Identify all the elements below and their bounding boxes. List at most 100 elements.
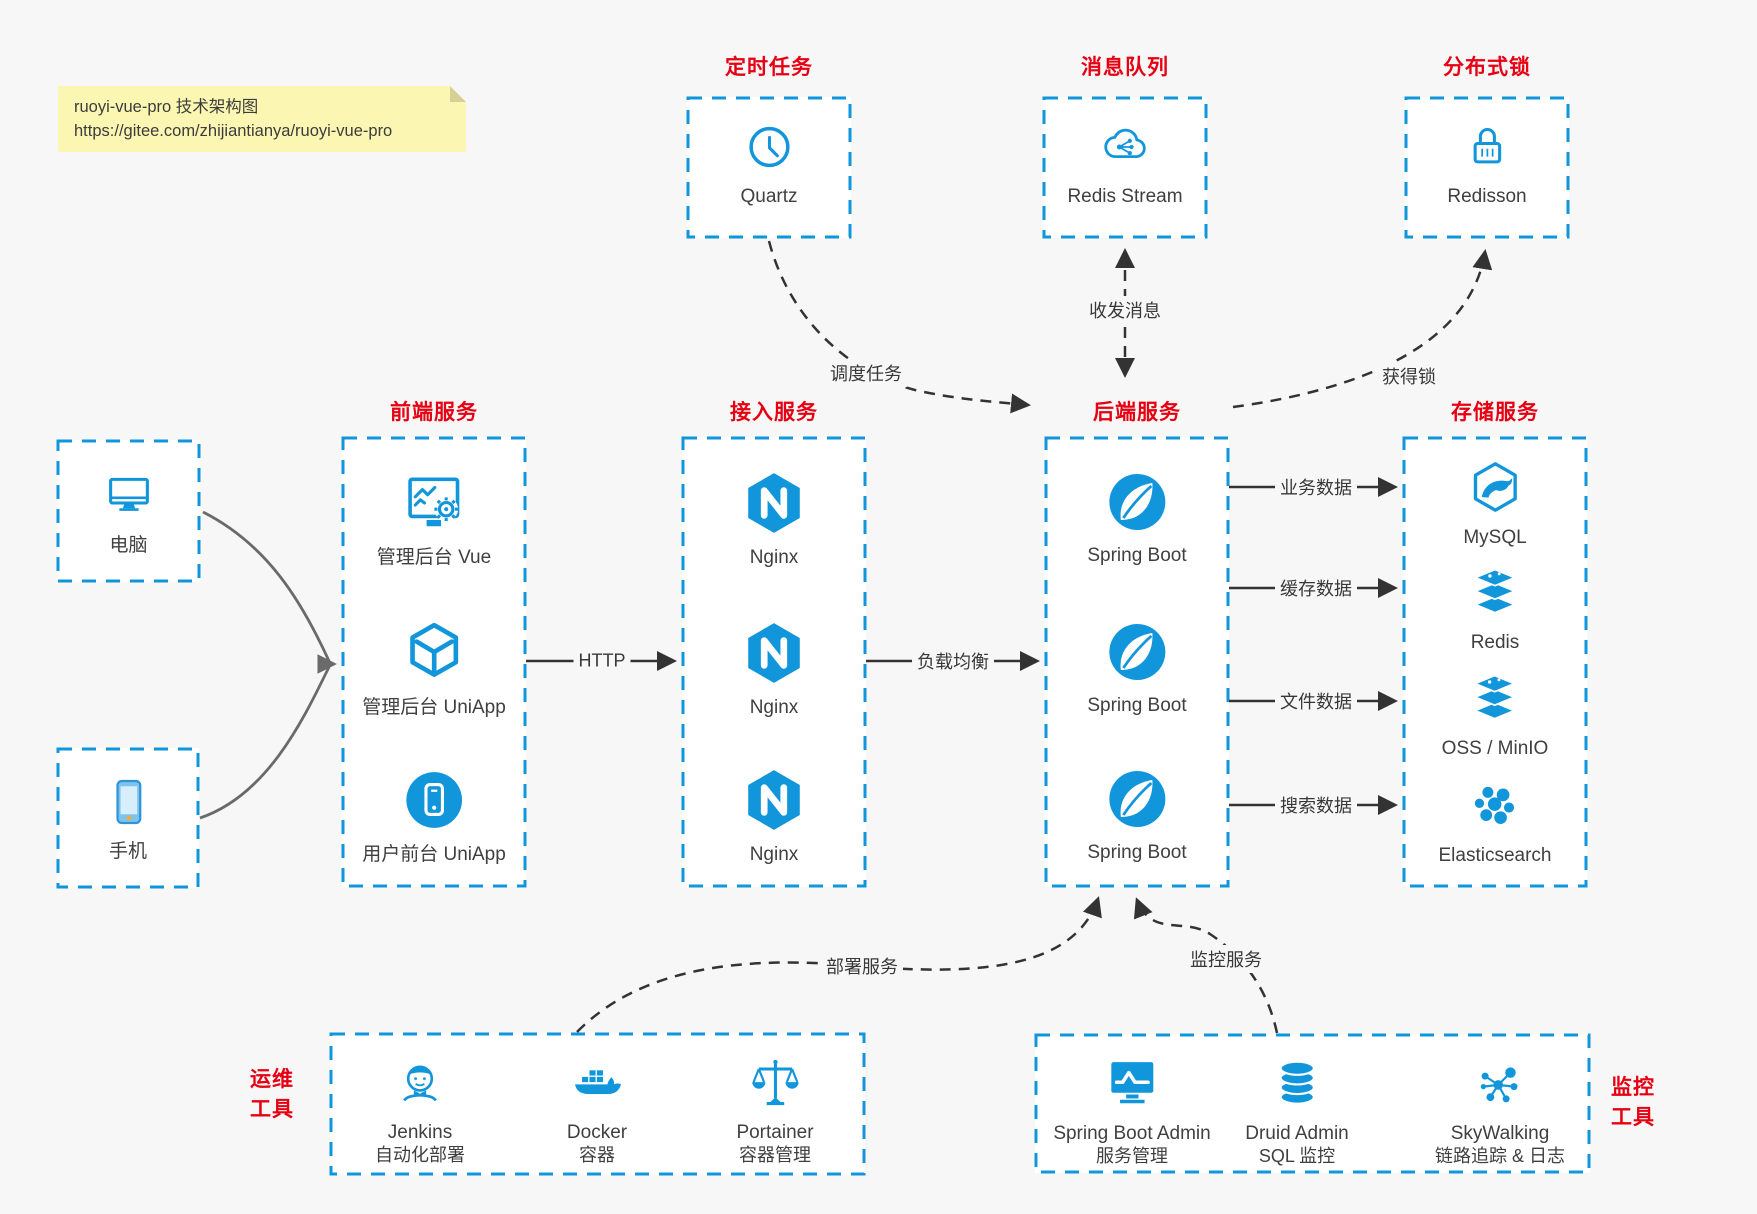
client-pc-box: 电脑 [57, 440, 200, 582]
edge-acquire-lock-arrow [1232, 249, 1493, 409]
node-user-uniapp: 用户前台 UniApp [362, 767, 506, 866]
ops-tools-box: Jenkins 自动化部署 Docker 容器 Portainer 容器管理 [330, 1033, 865, 1175]
node-label-jenkins: Jenkins [387, 1122, 453, 1143]
node-label-redis-stream: Redis Stream [1067, 186, 1183, 207]
node-label-pc: 电脑 [109, 535, 148, 556]
node-label-spring-boot-3: Spring Boot [1087, 842, 1187, 863]
edge-label-deploy-service: 部署服务 [821, 952, 903, 980]
node-label-redisson: Redisson [1447, 186, 1527, 207]
mysql-icon [1468, 460, 1522, 514]
node-sublabel-portainer: 容器管理 [738, 1145, 811, 1165]
node-label-nginx-3: Nginx [749, 844, 799, 865]
monitor-tools-box: Spring Boot Admin 服务管理 Druid Admin SQL 监… [1035, 1034, 1590, 1173]
edge-label-send-receive-msg: 收发消息 [1084, 296, 1166, 324]
node-label-nginx-2: Nginx [749, 697, 799, 718]
node-label-quartz: Quartz [740, 186, 798, 207]
edge-label-load-balance: 负载均衡 [912, 647, 994, 675]
node-label-druid-admin: Druid Admin [1245, 1123, 1349, 1144]
node-spring-boot-admin: Spring Boot Admin 服务管理 [1053, 1056, 1211, 1168]
node-sublabel-skywalking: 链路追踪 & 日志 [1434, 1146, 1566, 1166]
node-nginx-3: Nginx [741, 767, 807, 866]
gateway-services-box: Nginx Nginx Nginx [682, 437, 866, 887]
node-docker: Docker 容器 [567, 1055, 627, 1167]
node-pc: 电脑 [101, 468, 157, 557]
node-label-skywalking: SkyWalking [1450, 1123, 1550, 1144]
portainer-icon [747, 1055, 803, 1111]
monitor-tools-title-line2: 工具 [1611, 1106, 1655, 1129]
node-quartz: Quartz [740, 119, 798, 208]
node-label-admin-uniapp: 管理后台 UniApp [362, 697, 506, 718]
node-label-phone: 手机 [108, 841, 147, 862]
ops-tools-title-line2: 工具 [250, 1098, 294, 1121]
nginx-icon [741, 470, 807, 536]
node-skywalking: SkyWalking 链路追踪 & 日志 [1435, 1056, 1565, 1168]
node-spring-boot-1: Spring Boot [1087, 470, 1187, 567]
node-druid-admin: Druid Admin SQL 监控 [1245, 1056, 1349, 1168]
clock-icon [741, 119, 797, 175]
edge-label-search-data: 搜索数据 [1275, 791, 1357, 819]
object-storage-icon [1468, 671, 1522, 725]
user-app-icon [401, 767, 467, 833]
group-title-storage: 存储服务 [1451, 401, 1539, 424]
node-sublabel-jenkins: 自动化部署 [375, 1145, 465, 1165]
node-redis: Redis [1468, 565, 1522, 654]
node-label-redis: Redis [1470, 632, 1520, 653]
group-title-scheduled-jobs: 定时任务 [725, 56, 813, 79]
node-mysql: MySQL [1463, 460, 1527, 549]
redis-icon [1468, 565, 1522, 619]
node-label-spring-boot-1: Spring Boot [1087, 545, 1187, 566]
node-label-nginx-1: Nginx [749, 547, 799, 568]
group-title-monitor-tools: 监控 工具 [1611, 1073, 1655, 1133]
smartphone-icon [100, 774, 156, 830]
backend-services-box: Spring Boot Spring Boot Spring Boot [1045, 437, 1229, 887]
spring-boot-icon [1105, 470, 1169, 534]
node-spring-boot-3: Spring Boot [1087, 767, 1187, 864]
spring-boot-icon [1105, 620, 1169, 684]
node-redisson: Redisson [1447, 119, 1527, 208]
node-label-admin-vue: 管理后台 Vue [376, 547, 492, 568]
note-title: ruoyi-vue-pro 技术架构图 [74, 98, 259, 116]
group-title-frontend: 前端服务 [390, 401, 478, 424]
node-label-mysql: MySQL [1463, 527, 1527, 548]
node-label-portainer: Portainer [736, 1122, 814, 1143]
edge-pc-to-frontend [202, 510, 331, 662]
node-jenkins: Jenkins 自动化部署 [375, 1055, 465, 1167]
ops-tools-title-line1: 运维 [250, 1068, 294, 1091]
skywalking-icon [1472, 1056, 1528, 1112]
frontend-services-box: 管理后台 Vue 管理后台 UniApp 用户前台 UniApp [342, 437, 526, 887]
node-label-user-uniapp: 用户前台 UniApp [362, 844, 506, 865]
node-sublabel-spring-boot-admin: 服务管理 [1096, 1146, 1168, 1166]
node-sublabel-druid-admin: SQL 监控 [1258, 1146, 1336, 1166]
elasticsearch-icon [1468, 778, 1522, 832]
edge-label-cache-data: 缓存数据 [1275, 574, 1357, 602]
message-queue-box: Redis Stream [1043, 97, 1207, 238]
group-title-ops-tools: 运维 工具 [250, 1065, 294, 1125]
node-elasticsearch: Elasticsearch [1439, 778, 1552, 867]
edge-label-business-data: 业务数据 [1275, 473, 1357, 501]
group-title-distributed-lock: 分布式锁 [1443, 56, 1531, 79]
admin-vue-icon [401, 470, 467, 536]
node-nginx-2: Nginx [741, 620, 807, 719]
group-title-message-queue: 消息队列 [1081, 56, 1169, 79]
edge-label-schedule-job: 调度任务 [825, 359, 907, 387]
node-nginx-1: Nginx [741, 470, 807, 569]
node-label-elasticsearch: Elasticsearch [1438, 845, 1552, 866]
sticky-note: ruoyi-vue-pro 技术架构图 https://gitee.com/zh… [58, 86, 466, 152]
node-redis-stream: Redis Stream [1067, 119, 1183, 208]
uniapp-cube-icon [401, 620, 467, 686]
note-url: https://gitee.com/zhijiantianya/ruoyi-vu… [74, 122, 393, 140]
jenkins-icon [392, 1055, 448, 1111]
nginx-icon [741, 620, 807, 686]
node-admin-vue: 管理后台 Vue [377, 470, 491, 569]
node-phone: 手机 [100, 774, 156, 863]
desktop-icon [101, 468, 157, 524]
edge-label-http: HTTP [573, 649, 631, 673]
distributed-lock-box: Redisson [1405, 97, 1569, 238]
client-phone-box: 手机 [57, 748, 199, 888]
group-title-backend: 后端服务 [1093, 401, 1181, 424]
node-label-oss-minio: OSS / MinIO [1441, 738, 1549, 759]
node-sublabel-docker: 容器 [579, 1145, 615, 1165]
docker-icon [569, 1055, 625, 1111]
spring-boot-icon [1105, 767, 1169, 831]
